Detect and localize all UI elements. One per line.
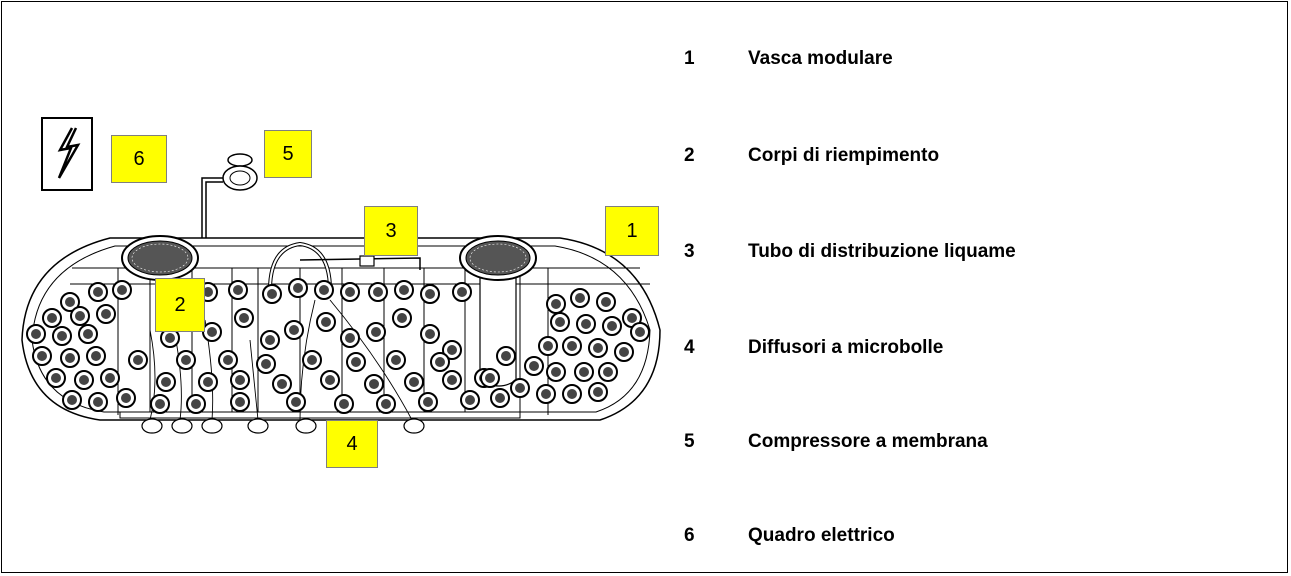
filling-body-core: [75, 311, 85, 321]
filling-body-core: [289, 325, 299, 335]
callout-6: 6: [111, 135, 167, 183]
filling-body-core: [397, 313, 407, 323]
compressor-icon: [201, 153, 258, 260]
electric-panel-icon: [41, 117, 93, 191]
filling-body-core: [373, 287, 383, 297]
filling-body-core: [447, 375, 457, 385]
filling-body-core: [319, 285, 329, 295]
filling-bodies: [26, 278, 650, 414]
filling-body-core: [57, 331, 67, 341]
filling-body-core: [325, 375, 335, 385]
filling-body-core: [371, 327, 381, 337]
filling-body-core: [31, 329, 41, 339]
filling-body-core: [233, 285, 243, 295]
filling-body-core: [555, 317, 565, 327]
filling-body-core: [37, 351, 47, 361]
filling-body-core: [399, 285, 409, 295]
filling-body-core: [635, 327, 645, 337]
callout-3: 3: [364, 206, 418, 256]
filling-body-core: [425, 329, 435, 339]
filling-body-core: [235, 397, 245, 407]
callout-1: 1: [605, 206, 659, 256]
filling-body-core: [261, 359, 271, 369]
filling-body-core: [567, 389, 577, 399]
filling-body-core: [67, 395, 77, 405]
filling-body-core: [425, 289, 435, 299]
filling-body-core: [265, 335, 275, 345]
filling-body-core: [161, 377, 171, 387]
filling-body-core: [51, 373, 61, 383]
filling-body-core: [345, 333, 355, 343]
filling-body-core: [339, 399, 349, 409]
filling-body-core: [133, 355, 143, 365]
filling-body-core: [435, 357, 445, 367]
filling-body-core: [277, 379, 287, 389]
filling-body-core: [501, 351, 511, 361]
filling-body-core: [47, 313, 57, 323]
filling-body-core: [351, 357, 361, 367]
filling-body-core: [223, 355, 233, 365]
filling-body-core: [191, 399, 201, 409]
microbubble-diffusers: [141, 418, 425, 434]
filling-body-core: [381, 399, 391, 409]
filling-body-core: [627, 313, 637, 323]
filling-body-core: [155, 399, 165, 409]
filling-body-core: [485, 373, 495, 383]
filling-body-core: [495, 393, 505, 403]
plant-diagram: 6 5 3 1 2 4: [21, 117, 661, 468]
filling-body-core: [65, 353, 75, 363]
filling-body-core: [391, 355, 401, 365]
filling-body-core: [369, 379, 379, 389]
filling-body-core: [93, 397, 103, 407]
filling-body-core: [581, 319, 591, 329]
filling-body-core: [345, 287, 355, 297]
filling-body-core: [593, 343, 603, 353]
filling-body-core: [165, 333, 175, 343]
filling-body-core: [543, 341, 553, 351]
filling-body-core: [101, 309, 111, 319]
filling-body-core: [117, 285, 127, 295]
filling-body-core: [601, 297, 611, 307]
filling-body-core: [409, 377, 419, 387]
filling-body-core: [515, 383, 525, 393]
filling-body-core: [293, 283, 303, 293]
filling-body-core: [447, 345, 457, 355]
callout-5: 5: [264, 130, 312, 178]
filling-body-core: [291, 397, 301, 407]
filling-body-core: [83, 329, 93, 339]
filling-body-core: [105, 373, 115, 383]
filling-body-core: [551, 367, 561, 377]
filling-body-core: [79, 375, 89, 385]
filling-body-core: [603, 367, 613, 377]
filling-body-core: [207, 327, 217, 337]
filling-body-core: [579, 367, 589, 377]
callout-4: 4: [326, 420, 378, 468]
filling-body-core: [93, 287, 103, 297]
filling-body-core: [65, 297, 75, 307]
filling-body-core: [203, 377, 213, 387]
filling-body-core: [567, 341, 577, 351]
filling-body-core: [457, 287, 467, 297]
filling-body-core: [551, 299, 561, 309]
filling-body-core: [235, 375, 245, 385]
filling-body-core: [607, 321, 617, 331]
filling-body-core: [465, 395, 475, 405]
filling-body-core: [91, 351, 101, 361]
filling-body-core: [575, 293, 585, 303]
filling-body-core: [203, 287, 213, 297]
filling-body-core: [593, 387, 603, 397]
filling-body-core: [267, 289, 277, 299]
filling-body-core: [529, 361, 539, 371]
filling-body-core: [239, 313, 249, 323]
filling-body-core: [307, 355, 317, 365]
filling-body-core: [321, 317, 331, 327]
filling-body-core: [121, 393, 131, 403]
plant-drawing: [21, 117, 661, 434]
filling-body-core: [423, 397, 433, 407]
filling-body-core: [181, 355, 191, 365]
filling-body-core: [541, 389, 551, 399]
filling-body-core: [619, 347, 629, 357]
callout-2: 2: [155, 278, 205, 332]
